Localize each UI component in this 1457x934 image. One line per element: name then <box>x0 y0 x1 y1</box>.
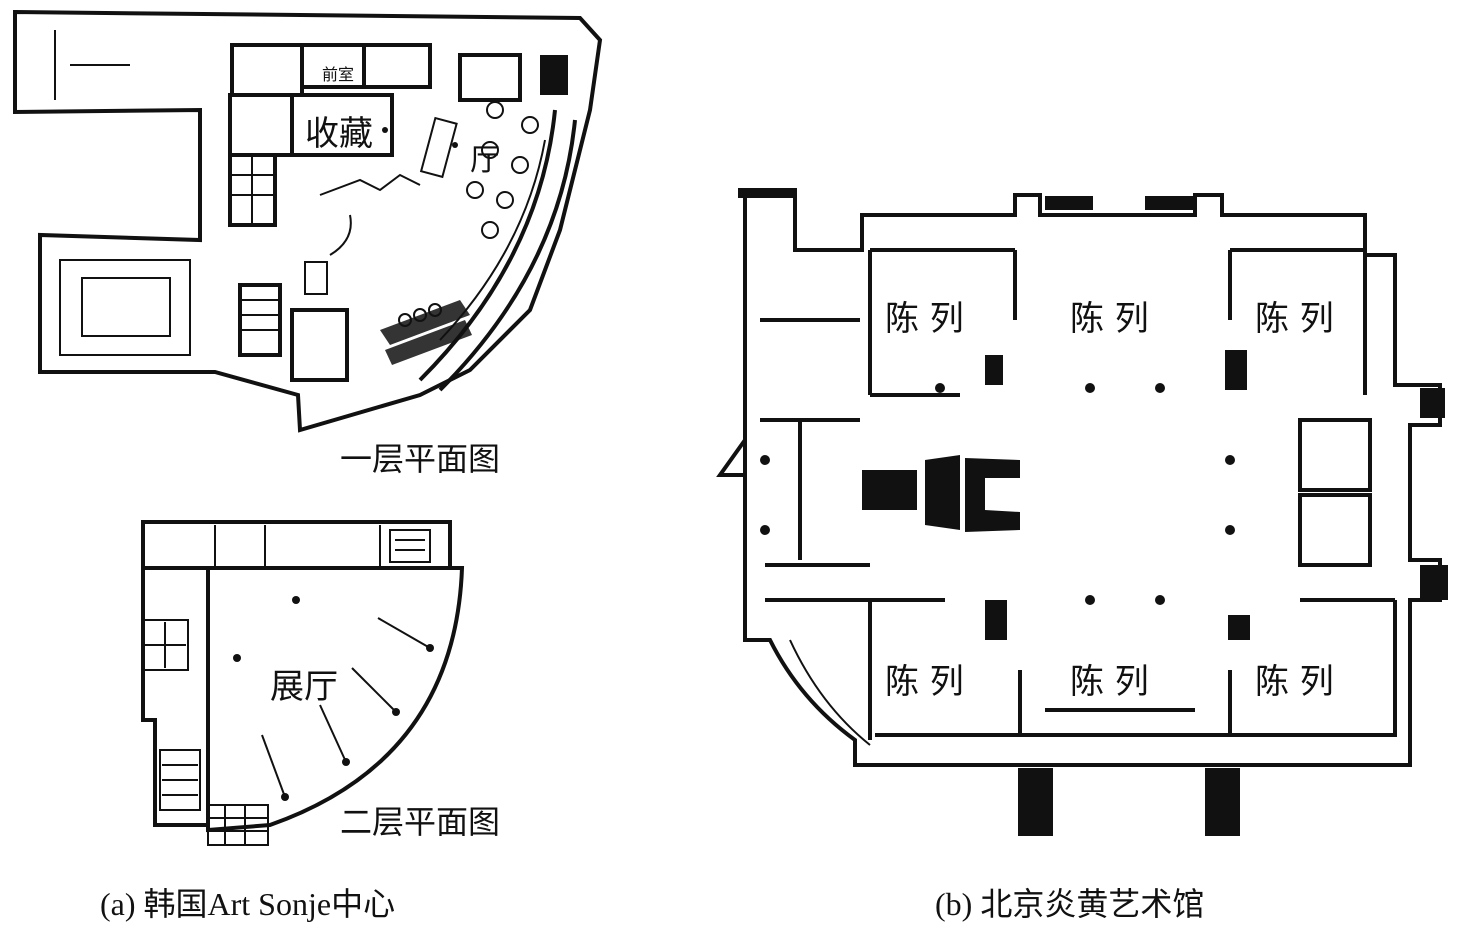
front-desk-label: 前室 <box>322 65 354 84</box>
central-stair-feature <box>862 455 1020 532</box>
caption-a: (a) 韩国Art Sonje中心 <box>100 886 395 922</box>
gallery-label-3: 陈 列 <box>1255 299 1334 339</box>
gallery-label-4: 陈 列 <box>885 662 964 702</box>
grand-stair <box>380 300 472 365</box>
yanhuang-art-museum-plan: 陈 列 陈 列 陈 列 陈 列 陈 列 陈 列 <box>716 188 1448 836</box>
gallery-label-1: 陈 列 <box>885 299 964 339</box>
art-sonje-floor2-plan: 展厅 二层平面图 <box>141 520 500 846</box>
collection-label: 收藏 <box>305 114 373 154</box>
floor1-title: 一层平面图 <box>340 440 500 478</box>
hall-label: 厅 <box>470 143 500 178</box>
caption-b: (b) 北京炎黄艺术馆 <box>935 886 1204 922</box>
art-sonje-floor1-plan: 前室 收藏 厅 一层平面图 <box>13 9 603 478</box>
cafe-tables <box>466 101 539 239</box>
columns <box>760 383 1235 605</box>
floor2-title: 二层平面图 <box>340 803 500 841</box>
exhibition-hall-label: 展厅 <box>270 667 338 707</box>
gallery-label-2: 陈 列 <box>1070 299 1149 339</box>
gallery-label-5: 陈 列 <box>1070 662 1149 702</box>
gallery-label-6: 陈 列 <box>1255 662 1334 702</box>
